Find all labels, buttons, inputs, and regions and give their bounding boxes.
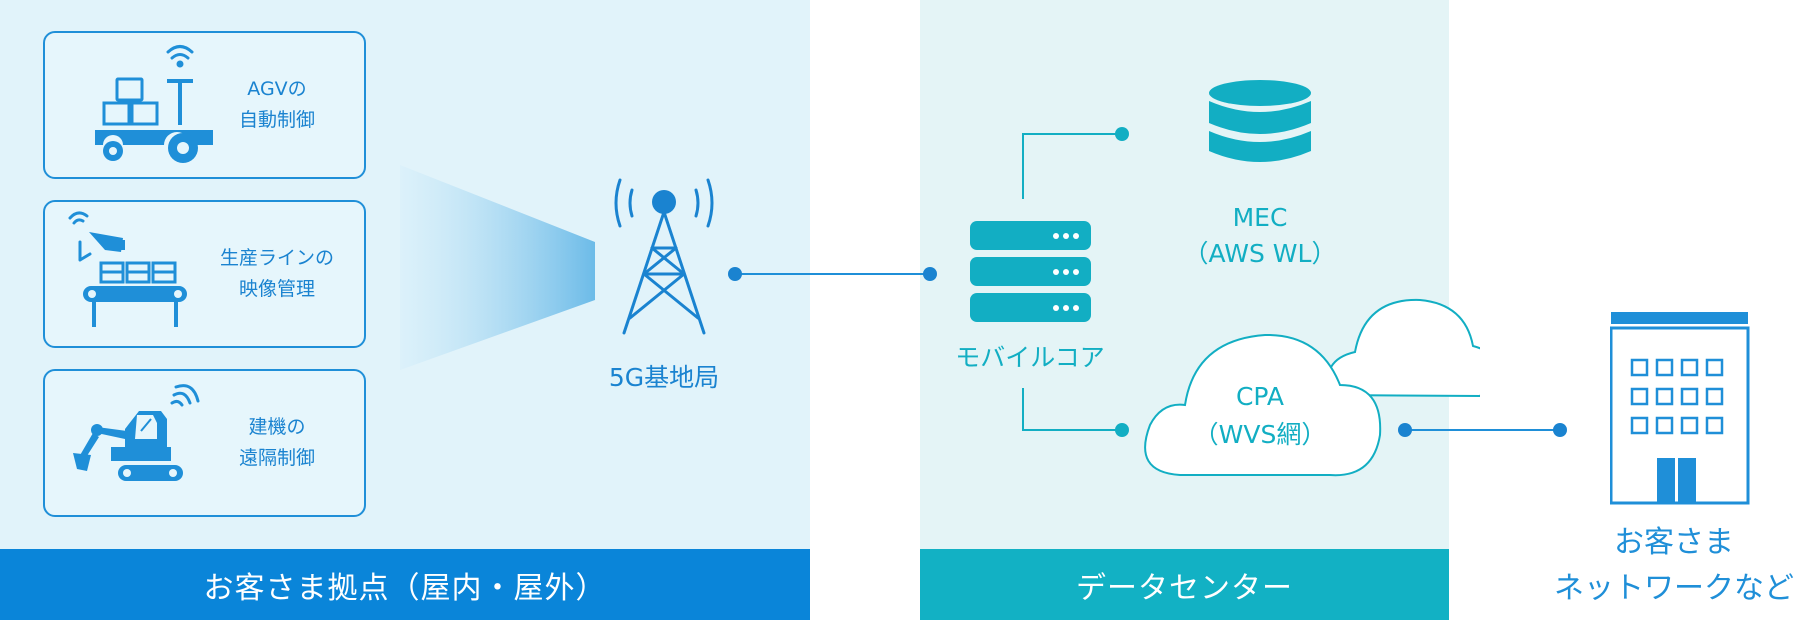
signal-beam <box>400 165 595 370</box>
connector-tower-core <box>728 267 937 281</box>
card-label-line2: 映像管理 <box>238 278 315 300</box>
use-case-card-agv: AGVの 自動制御 <box>43 31 366 179</box>
mec-label-line2: （AWS WL） <box>1183 239 1337 268</box>
card-label-line2: 自動制御 <box>238 109 315 131</box>
mec-label-line1: MEC <box>1232 203 1288 232</box>
antenna-tower-icon <box>614 178 714 335</box>
datacenter-label: データセンター <box>1076 570 1293 606</box>
cpa-label-line1: CPA <box>1235 382 1285 411</box>
customer-site-bar: お客さま拠点（屋内・屋外） <box>0 549 810 620</box>
cloud-icon <box>1144 298 1480 477</box>
excavator-icon <box>73 384 200 481</box>
customer-network-line1: お客さま <box>1614 525 1734 560</box>
customer-site-label: お客さま拠点（屋内・屋外） <box>203 570 607 606</box>
mec-label: MEC （AWS WL） <box>1165 200 1355 272</box>
customer-network-line2: ネットワークなど <box>1554 571 1794 606</box>
datacenter-bar: データセンター <box>920 549 1449 620</box>
customer-network-label: お客さま ネットワークなど <box>1545 520 1803 612</box>
base-station-label: 5G基地局 <box>608 363 720 392</box>
card-label-line1: 生産ラインの <box>219 247 334 269</box>
agv-icon <box>95 45 213 163</box>
use-case-card-excavator: 建機の 遠隔制御 <box>43 369 366 517</box>
cpa-label: CPA （WVS網） <box>1175 378 1345 454</box>
database-icon <box>1209 80 1311 162</box>
building-icon <box>1610 312 1750 505</box>
cpa-label-line2: （WVS網） <box>1193 420 1327 449</box>
card-label-line1: 建機の <box>248 416 306 438</box>
use-case-card-production-line: 生産ラインの 映像管理 <box>43 200 366 348</box>
connector-core-branches <box>1022 127 1129 437</box>
mobile-core-label: モバイルコア <box>955 343 1105 372</box>
connector-cloud-building <box>1398 423 1567 437</box>
server-icon <box>970 221 1091 322</box>
card-label-line2: 遠隔制御 <box>238 447 315 469</box>
production-line-icon <box>68 211 187 327</box>
card-label-line1: AGVの <box>247 78 307 100</box>
